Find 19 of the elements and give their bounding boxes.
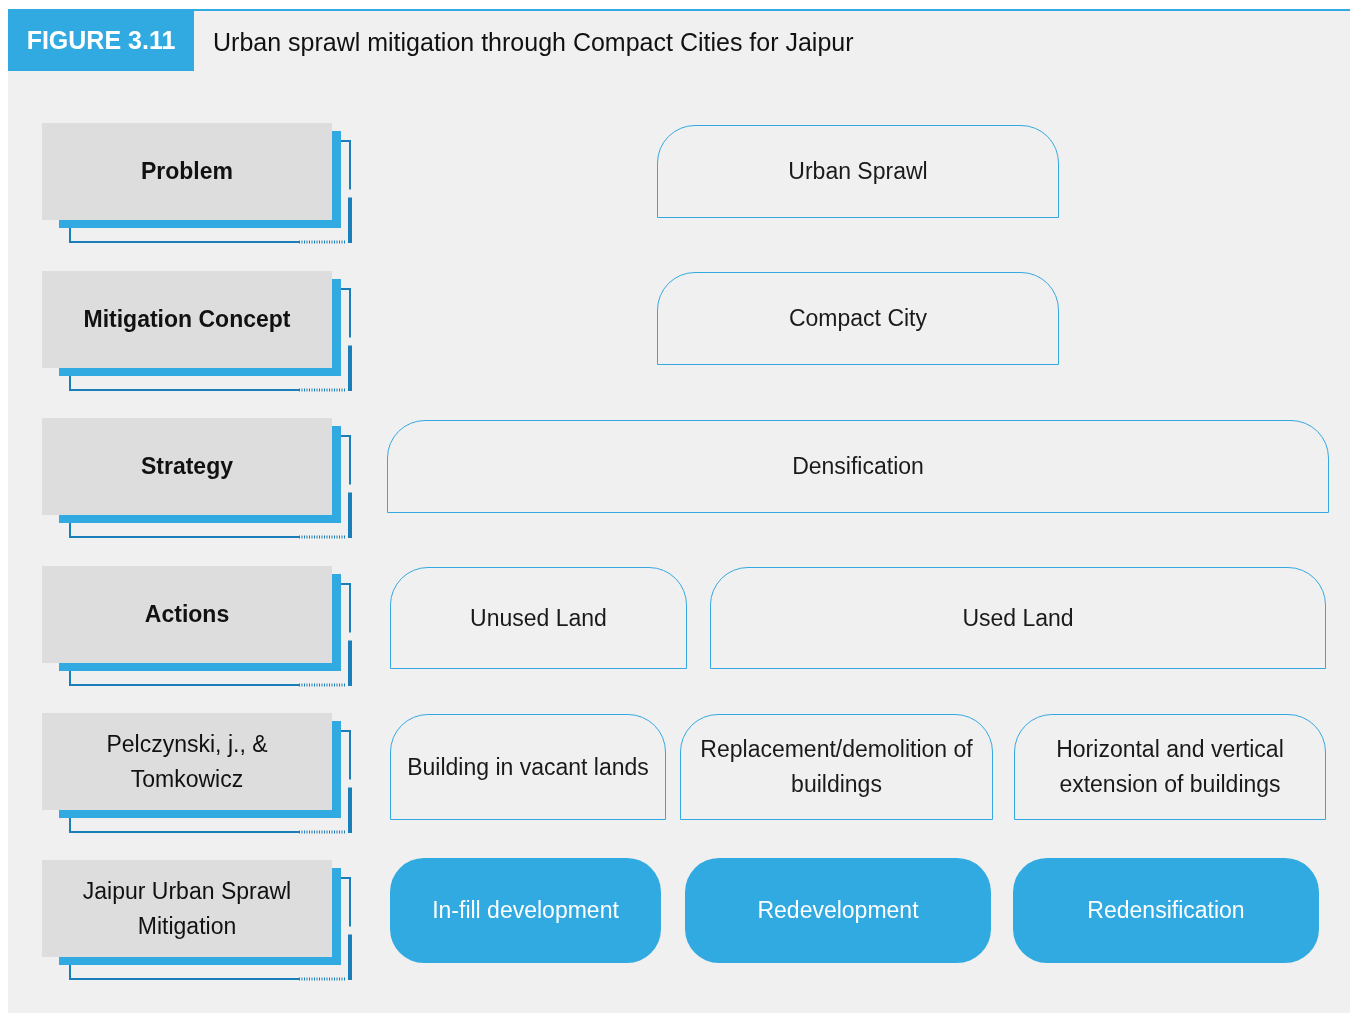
rounded-tab-box: Horizontal and vertical extension of buildings (1014, 714, 1326, 820)
row-header-box: Actions (42, 566, 332, 663)
rounded-tab-box: Used Land (710, 567, 1326, 669)
rounded-tab-box: Unused Land (390, 567, 687, 669)
rounded-tab-box: Compact City (657, 272, 1059, 365)
rounded-tab-box: Urban Sprawl (657, 125, 1059, 218)
result-pill: In-fill development (390, 858, 661, 963)
figure-title: Urban sprawl mitigation through Compact Cities for Jaipur (213, 27, 854, 58)
row-header-box: Strategy (42, 418, 332, 515)
rounded-tab-box: Building in vacant lands (390, 714, 666, 820)
row-header-box: Jaipur Urban Sprawl Mitigation (42, 860, 332, 957)
result-pill: Redensification (1013, 858, 1319, 963)
rounded-tab-box: Densification (387, 420, 1329, 513)
rounded-tab-box: Replacement/demolition of buildings (680, 714, 993, 820)
row-header-box: Problem (42, 123, 332, 220)
row-header-box: Mitigation Concept (42, 271, 332, 368)
figure-number: FIGURE 3.11 (8, 10, 194, 71)
result-pill: Redevelopment (685, 858, 991, 963)
row-header-box: Pelczynski, j., & Tomkowicz (42, 713, 332, 810)
